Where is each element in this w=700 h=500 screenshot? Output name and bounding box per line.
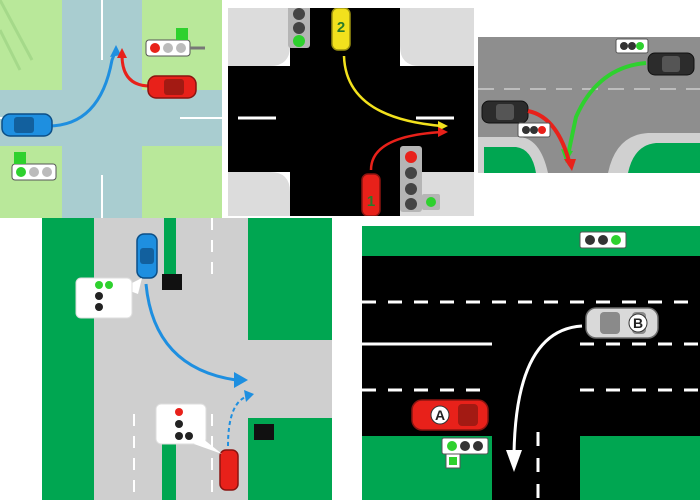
car-a-label: A	[435, 407, 445, 423]
dark-car-icon	[647, 52, 695, 76]
traffic-light-left	[517, 122, 551, 138]
traffic-light-bottom	[11, 152, 57, 181]
red-light-icon	[538, 126, 546, 134]
scenario-panel-4	[42, 218, 332, 500]
traffic-light-top	[288, 8, 310, 48]
red-arrow	[369, 130, 443, 171]
scenario-panel-5: B A	[362, 226, 700, 500]
traffic-light-top	[579, 231, 627, 249]
green-light-icon	[447, 441, 457, 451]
grass-top	[362, 226, 700, 256]
car-b-label: B	[633, 315, 643, 331]
blue-car-icon	[1, 113, 53, 137]
yellow-car-icon	[331, 8, 351, 51]
car-label-1: 1	[367, 193, 375, 210]
green-arrow-signal-icon	[176, 28, 188, 40]
grass-block	[248, 218, 332, 340]
scenario-panel-2: 2 1	[228, 8, 474, 216]
blue-car-icon	[136, 233, 158, 279]
traffic-light-bottom	[400, 146, 440, 212]
red-car-icon	[361, 173, 381, 216]
red-car-icon	[219, 449, 239, 491]
blue-arrow	[144, 283, 237, 382]
green-light-icon	[95, 281, 103, 289]
grass-bottom-right	[580, 436, 700, 500]
red-light-icon	[150, 43, 160, 53]
traffic-light-bottom	[441, 437, 489, 469]
traffic-light-top	[615, 38, 649, 54]
small-signal-icon	[254, 424, 274, 440]
traffic-light-top	[145, 28, 205, 57]
signal-callout-top	[75, 277, 142, 319]
green-arrow-signal-icon	[14, 152, 26, 164]
car-b-icon	[585, 307, 659, 339]
yellow-arrow	[342, 55, 443, 128]
red-car-icon	[147, 75, 197, 99]
car-a-icon	[411, 399, 489, 431]
green-light-icon	[636, 42, 644, 50]
green-arrow-signal-icon	[426, 197, 436, 207]
white-arrow	[512, 324, 583, 455]
red-arrow	[527, 109, 572, 166]
small-signal-icon	[162, 274, 182, 290]
green-arrow	[566, 61, 647, 156]
green-light-icon	[293, 35, 305, 47]
green-arrow-signal-icon	[449, 457, 457, 465]
red-light-icon	[405, 151, 417, 163]
dark-car-icon	[481, 100, 529, 124]
signal-callout-bottom	[155, 403, 222, 454]
red-arrow	[120, 54, 151, 88]
green-light-icon	[16, 167, 26, 177]
scenario-panel-1	[0, 0, 222, 218]
green-light-icon	[611, 235, 621, 245]
blue-dotted-arrow	[227, 395, 249, 447]
blue-arrow	[47, 49, 118, 128]
car-label-2: 2	[337, 19, 345, 36]
red-light-icon	[175, 408, 183, 416]
scenario-panel-3	[478, 37, 700, 173]
grass-left	[42, 218, 94, 500]
